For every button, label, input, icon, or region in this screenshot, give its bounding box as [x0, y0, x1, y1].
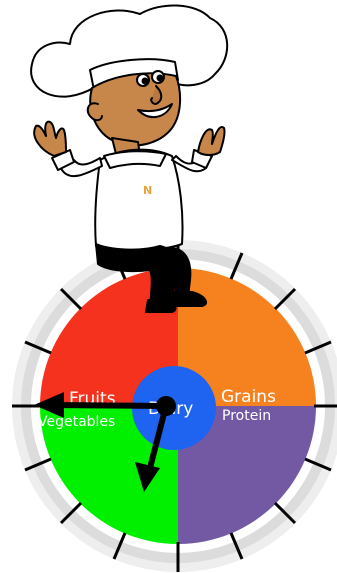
label-grains: Grains [221, 387, 276, 407]
chef-left-hand [34, 122, 66, 156]
pointer-hub [156, 396, 176, 416]
food-wheel[interactable]: Fruits Grains Vegetables Protein Dairy [12, 240, 337, 572]
chef-pupil-right [158, 76, 163, 81]
chef-pupil-left [143, 79, 148, 84]
chef-logo: N [143, 184, 152, 197]
label-vegetables: Vegetables [38, 414, 115, 430]
label-protein: Protein [222, 408, 271, 424]
minute-hand [50, 405, 166, 406]
chef-right-hand [198, 127, 225, 155]
